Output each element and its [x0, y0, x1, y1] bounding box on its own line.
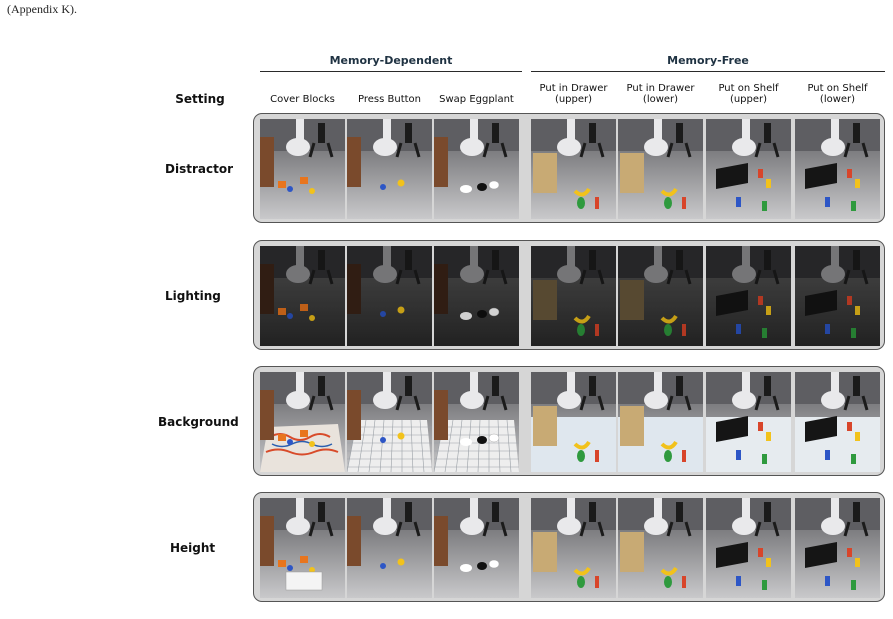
column-label-1: Cover Blocks [270, 94, 335, 105]
scene-image-distractor-1 [260, 119, 345, 219]
group-rule-memory-dependent [260, 71, 522, 72]
setting-label: Setting [175, 92, 225, 106]
scene-image-background-4 [531, 372, 616, 472]
scene-image-height-5 [618, 498, 703, 598]
column-label-5: Put in Drawer(lower) [626, 83, 695, 105]
group-title-memory-free: Memory-Free [667, 54, 749, 67]
column-label-2: Press Button [358, 94, 421, 105]
scene-image-background-6 [706, 372, 791, 472]
column-label-4: Put in Drawer(upper) [539, 83, 608, 105]
row-label-height: Height [170, 541, 216, 555]
scene-image-background-1 [260, 372, 345, 472]
scene-image-background-3 [434, 372, 519, 472]
scene-image-lighting-1 [260, 246, 345, 346]
scene-image-distractor-5 [618, 119, 703, 219]
column-label-6: Put on Shelf(upper) [718, 83, 779, 105]
scene-image-distractor-2 [347, 119, 432, 219]
scene-image-lighting-5 [618, 246, 703, 346]
column-label-3: Swap Eggplant [439, 94, 514, 105]
scene-image-distractor-7 [795, 119, 880, 219]
scene-image-lighting-6 [706, 246, 791, 346]
scene-image-height-7 [795, 498, 880, 598]
group-rule-memory-free [531, 71, 885, 72]
caption-fragment: (Appendix K). [7, 2, 77, 16]
row-label-distractor: Distractor [165, 162, 233, 176]
scene-image-distractor-3 [434, 119, 519, 219]
scene-image-height-1 [260, 498, 345, 598]
column-label-7: Put on Shelf(lower) [807, 83, 868, 105]
scene-image-lighting-3 [434, 246, 519, 346]
row-label-background: Background [158, 415, 239, 429]
scene-image-height-6 [706, 498, 791, 598]
scene-image-lighting-4 [531, 246, 616, 346]
scene-image-height-4 [531, 498, 616, 598]
row-label-lighting: Lighting [165, 289, 221, 303]
scene-image-background-2 [347, 372, 432, 472]
scene-image-distractor-4 [531, 119, 616, 219]
scene-image-background-5 [618, 372, 703, 472]
scene-image-lighting-7 [795, 246, 880, 346]
scene-image-lighting-2 [347, 246, 432, 346]
scene-image-background-7 [795, 372, 880, 472]
scene-image-distractor-6 [706, 119, 791, 219]
scene-image-height-3 [434, 498, 519, 598]
scene-image-height-2 [347, 498, 432, 598]
group-title-memory-dependent: Memory-Dependent [329, 54, 453, 67]
